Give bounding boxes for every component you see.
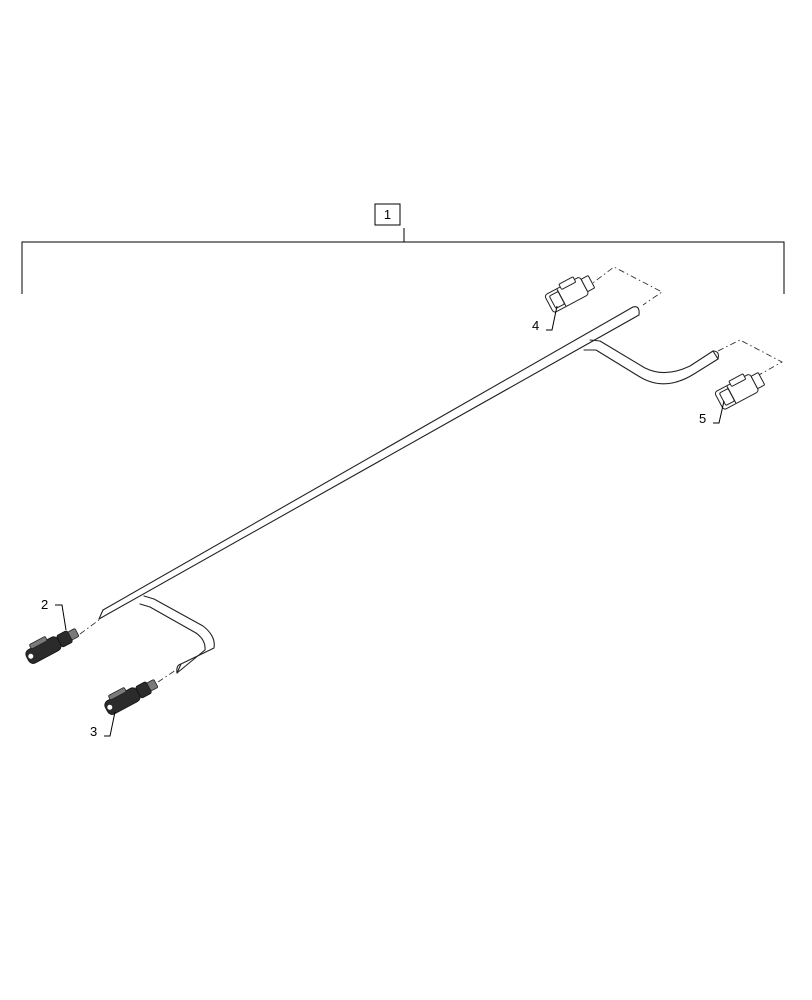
branch-wire-3 — [143, 595, 215, 665]
main-trunk-wire — [102, 306, 634, 611]
callout-4: 4 — [532, 305, 558, 333]
connector-5[interactable] — [713, 367, 766, 410]
connector-4[interactable] — [543, 270, 596, 313]
callout-5: 5 — [699, 400, 725, 426]
dashed-leaders — [79, 266, 783, 683]
callout-label-2: 2 — [41, 597, 48, 612]
wire-harness — [98, 306, 719, 674]
connector-3[interactable] — [101, 673, 159, 716]
connector-2[interactable] — [22, 622, 80, 665]
callout-2: 2 — [41, 597, 67, 631]
callout-3: 3 — [90, 711, 116, 739]
assembly-callout-label: 1 — [384, 207, 391, 222]
callout-label-5: 5 — [699, 411, 706, 426]
branch-wire-5 — [589, 339, 714, 374]
assembly-bracket: 1 — [21, 203, 785, 294]
callout-label-3: 3 — [90, 724, 97, 739]
callout-label-4: 4 — [532, 318, 539, 333]
